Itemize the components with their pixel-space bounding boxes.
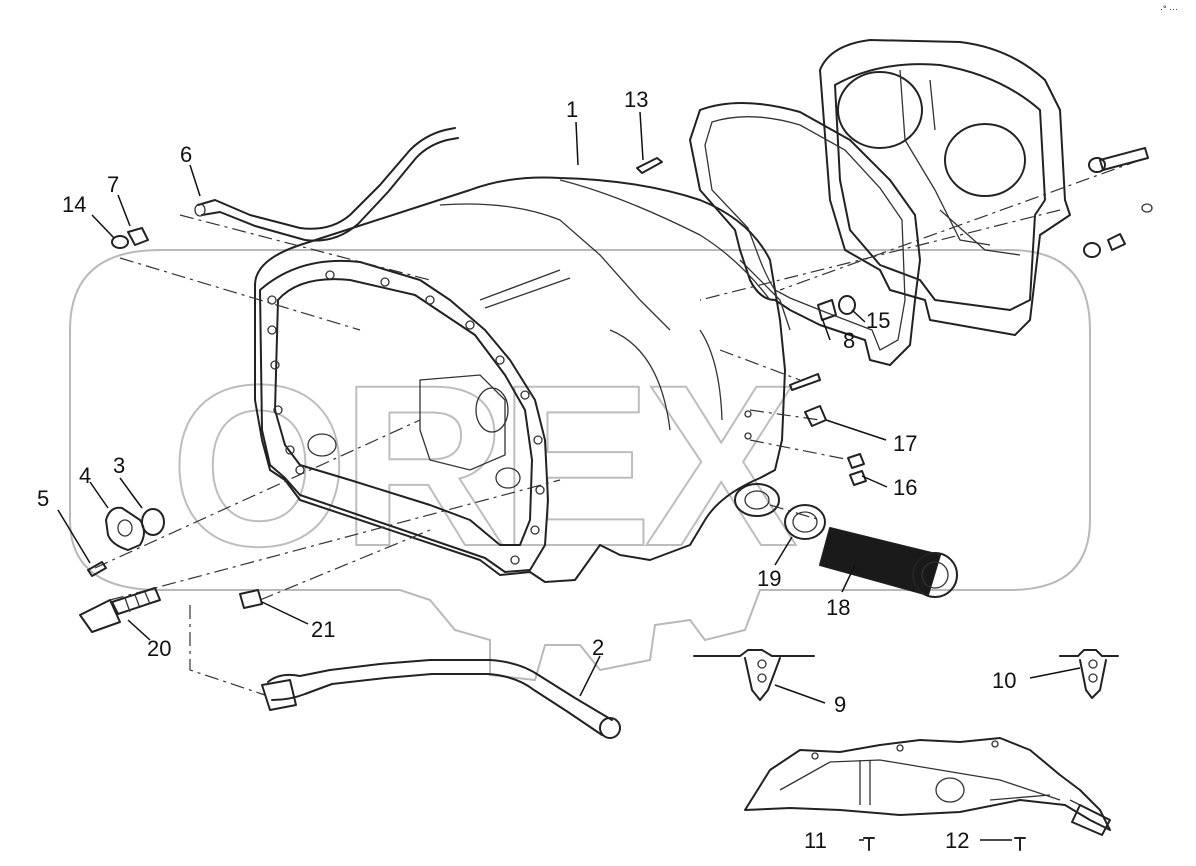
callout-4: 4 xyxy=(79,463,91,488)
callout-9: 9 xyxy=(834,692,846,717)
plugs-16 xyxy=(744,432,867,486)
callout-14: 14 xyxy=(62,192,86,217)
callout-11: 11 xyxy=(804,828,827,853)
bracket-9 xyxy=(693,649,815,701)
callout-3: 3 xyxy=(113,453,125,478)
callout-20: 20 xyxy=(147,636,171,661)
callout-17: 17 xyxy=(893,431,917,456)
washer-14 xyxy=(111,235,129,249)
callout-13: 13 xyxy=(624,87,648,112)
corner-mark: ·° ··· xyxy=(1160,4,1178,14)
gasket-19 xyxy=(784,504,826,540)
callout-8: 8 xyxy=(843,328,855,353)
callout-labels: 1 13 6 7 14 8 15 17 16 19 18 4 3 5 20 21… xyxy=(37,87,1016,853)
bolt-11 xyxy=(863,837,875,851)
gasket xyxy=(689,101,921,366)
pipe-2 xyxy=(261,659,621,739)
sensor-20 xyxy=(79,587,161,633)
pipe-6 xyxy=(194,127,459,242)
plug-21 xyxy=(239,589,263,609)
callout-7: 7 xyxy=(107,172,119,197)
callout-15: 15 xyxy=(866,308,890,333)
callout-6: 6 xyxy=(180,142,192,167)
bolt-5 xyxy=(87,561,107,577)
watermark-text: OREX xyxy=(170,337,796,594)
callout-5: 5 xyxy=(37,486,49,511)
washer-3 xyxy=(141,508,165,536)
callout-16: 16 xyxy=(893,475,917,500)
bolt-12 xyxy=(1014,837,1026,851)
assembly-centerlines xyxy=(94,159,1141,696)
callout-19: 19 xyxy=(757,566,781,591)
transmission-housing xyxy=(254,176,791,583)
callout-1: 1 xyxy=(566,97,578,122)
callout-18: 18 xyxy=(826,595,850,620)
cover-plate-4 xyxy=(105,506,145,551)
filter-tube-18 xyxy=(819,527,958,598)
callout-12: 12 xyxy=(945,828,969,853)
callout-10: 10 xyxy=(992,668,1016,693)
callout-21: 21 xyxy=(311,617,335,642)
rear-plate xyxy=(819,39,1071,336)
dowel-pin xyxy=(789,373,821,391)
bracket-10 xyxy=(1059,649,1119,699)
bottom-housing-section xyxy=(744,737,1111,836)
rear-bolts xyxy=(1083,147,1153,258)
fitting-7 xyxy=(127,227,149,246)
side-port xyxy=(734,483,780,517)
plug-8 xyxy=(817,299,837,321)
callout-2: 2 xyxy=(592,635,604,660)
pin-13 xyxy=(636,157,663,174)
leader-lines xyxy=(57,111,1081,841)
washer-15 xyxy=(838,295,856,315)
watermark-logo: OREX xyxy=(69,249,1091,682)
